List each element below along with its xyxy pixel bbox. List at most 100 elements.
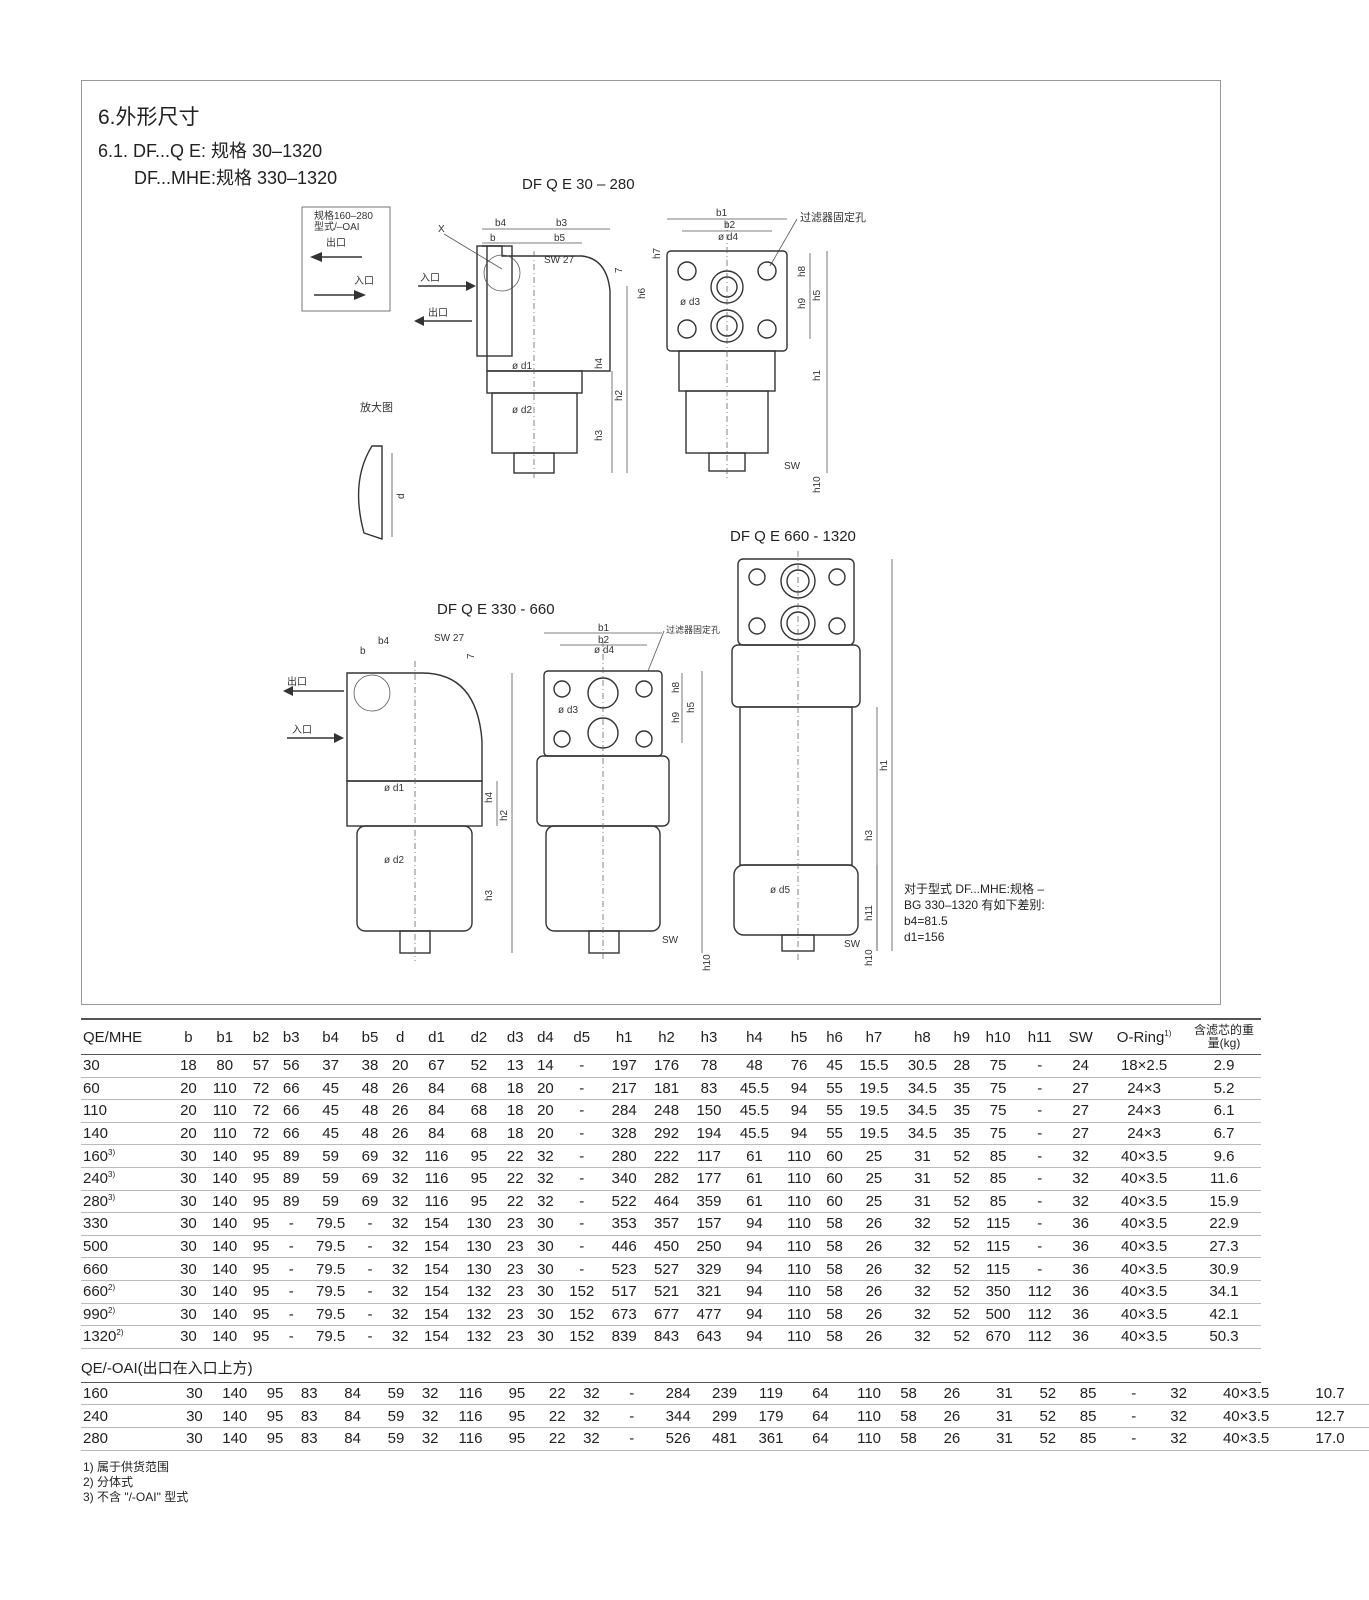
table-cell: 110 (778, 1190, 820, 1214)
table-cell: 30 (530, 1257, 561, 1281)
table-cell: 30 (173, 1303, 204, 1327)
table-cell: 30 (173, 1257, 204, 1281)
table-cell: 31 (898, 1144, 947, 1168)
table-cell: - (276, 1325, 307, 1349)
table-cell: 11.6 (1187, 1167, 1261, 1191)
label-h9-v1: h9 (797, 297, 808, 309)
table-cell: - (560, 1257, 603, 1281)
table-cell: 32 (898, 1280, 947, 1304)
table-cell: 48 (354, 1077, 386, 1101)
table-cell: 95 (245, 1280, 277, 1304)
v2-neck (346, 780, 483, 827)
table-cell: 79.5 (306, 1257, 355, 1281)
size-footnote-sup: 3) (108, 1147, 116, 1157)
table-cell: 15.9 (1187, 1190, 1261, 1214)
legend-text-outlet: 出口 (326, 236, 346, 249)
col-header-14: h2 (645, 1018, 688, 1055)
label-h9-v2: h9 (671, 711, 682, 723)
table-cell: 52 (1030, 1427, 1065, 1451)
table-cell: 45 (306, 1122, 355, 1146)
col-header-8: d1 (415, 1018, 458, 1055)
table-cell: 89 (276, 1167, 307, 1191)
table-cell: 116 (447, 1427, 494, 1451)
label-sw27-v2: SW 27 (434, 633, 464, 644)
table-cell: 52 (946, 1235, 977, 1259)
table-cell: 37 (306, 1054, 355, 1078)
table-cell: 26 (849, 1303, 899, 1327)
table-cell: - (354, 1257, 386, 1281)
col-header-12: d5 (560, 1018, 603, 1055)
table-cell: 52 (1030, 1382, 1065, 1406)
table-cell: 94 (730, 1257, 779, 1281)
table-cell: 95 (245, 1303, 277, 1327)
col-header-17: h5 (778, 1018, 820, 1055)
table-cell: 140 (211, 1427, 258, 1451)
label-d2-v2: ø d2 (384, 855, 404, 866)
table-cell: 10.7 (1291, 1382, 1369, 1406)
table-cell: 446 (602, 1235, 646, 1259)
table-cell: - (1019, 1144, 1061, 1168)
table-cell: 32 (385, 1280, 416, 1304)
label-h3-v1: h3 (594, 429, 605, 441)
table-cell: 500 (976, 1303, 1020, 1327)
table-cell: - (1019, 1122, 1061, 1146)
table-cell: 36 (1060, 1257, 1102, 1281)
table-cell: 116 (415, 1144, 458, 1168)
col-header-0: QE/MHE (81, 1018, 174, 1055)
table-cell: 179 (747, 1404, 795, 1428)
table-cell: 359 (687, 1190, 731, 1214)
table-cell: - (276, 1280, 307, 1304)
table-cell: - (276, 1303, 307, 1327)
table-cell: - (608, 1404, 655, 1428)
table-cell: 197 (602, 1054, 646, 1078)
table-cell: 23 (500, 1257, 531, 1281)
table-cell: 26 (849, 1325, 899, 1349)
table-cell: 20 (385, 1054, 416, 1078)
table-cell: 60 (819, 1190, 850, 1214)
technical-drawing: 规格160–280 型式/–OAI 出口 入口 X b4 b3 b b5 SW … (283, 206, 893, 971)
table-cell: 523 (602, 1257, 646, 1281)
table-cell: 20 (173, 1122, 204, 1146)
table-cell: 130 (457, 1257, 501, 1281)
table-cell: - (276, 1212, 307, 1236)
table-cell: 194 (687, 1122, 731, 1146)
label-b5-v1: b5 (554, 233, 566, 244)
table-cell: 110 (203, 1122, 246, 1146)
table-cell: 52 (946, 1144, 977, 1168)
table-cell: 36 (1060, 1325, 1102, 1349)
table-cell: 32 (530, 1190, 561, 1214)
table-cell: 84 (326, 1427, 379, 1451)
table-cell: 6.1 (1187, 1099, 1261, 1123)
col-header-18: h6 (819, 1018, 850, 1055)
table-cell: 110 (778, 1235, 820, 1259)
size-footnote-sup: 3) (108, 1192, 116, 1202)
table-cell: 52 (946, 1167, 977, 1191)
label-d2-v1: ø d2 (512, 405, 532, 416)
table-cell: 222 (645, 1144, 688, 1168)
table-cell: 284 (602, 1099, 646, 1123)
label-h5-v2: h5 (686, 701, 697, 713)
table-cell: 84 (415, 1077, 458, 1101)
v1-hole-3 (677, 319, 697, 339)
table-cell: 45 (306, 1077, 355, 1101)
mhe-note-line-4: d1=156 (904, 930, 945, 944)
table-cell: 36 (1060, 1212, 1102, 1236)
table-cell: 35 (946, 1077, 977, 1101)
size-cell: 13202) (81, 1325, 174, 1349)
footnote-3: 3) 不含 "/-OAI" 型式 (83, 1490, 189, 1504)
table-cell: 357 (645, 1212, 688, 1236)
col-header-1: b (173, 1018, 204, 1055)
table-cell: 154 (415, 1303, 458, 1327)
table-cell: 30 (530, 1303, 561, 1327)
table-cell: 18 (500, 1099, 531, 1123)
table-cell: 40×3.5 (1101, 1325, 1187, 1349)
col-header-13: h1 (602, 1018, 646, 1055)
table-cell: 68 (457, 1099, 501, 1123)
table-cell: 52 (946, 1190, 977, 1214)
table-cell: 20 (173, 1077, 204, 1101)
table-cell: 32 (574, 1382, 609, 1406)
